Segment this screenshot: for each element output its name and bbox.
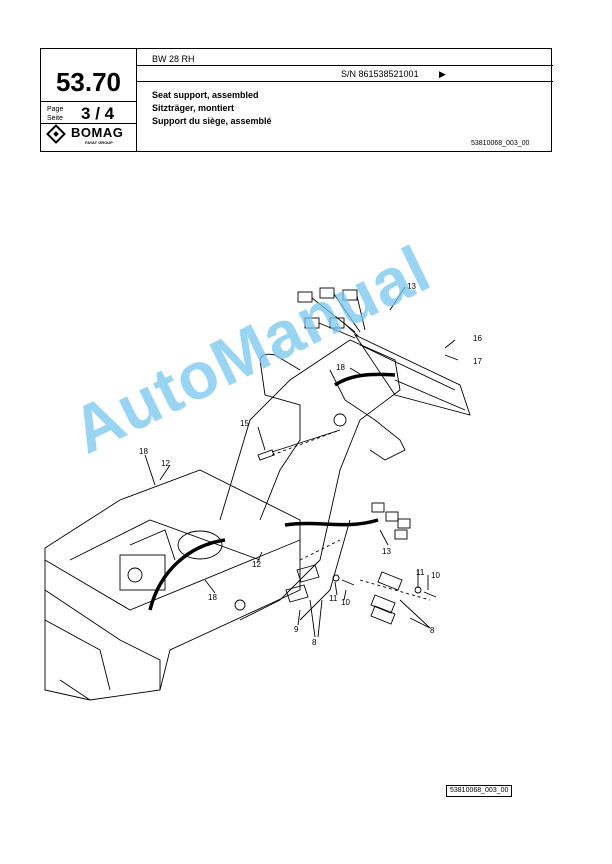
header-block: 53.70 Page Seite 3 / 4 BOMAG FAYAT GROUP… <box>40 48 553 152</box>
callout-9: 9 <box>294 625 299 634</box>
model-name: BW 28 RH <box>152 54 195 64</box>
image-reference: 53810068_003_00 <box>446 785 513 797</box>
bomag-logo: BOMAG FAYAT GROUP <box>46 124 133 149</box>
callout-11-right: 11 <box>416 568 425 577</box>
callout-8-right: 8 <box>430 626 435 635</box>
callout-11-mid: 11 <box>329 594 338 603</box>
callout-13-top: 13 <box>407 282 416 291</box>
section-number: 53.70 <box>55 67 122 97</box>
callout-18-top: 18 <box>336 363 345 372</box>
divider <box>136 81 553 82</box>
callout-18-lower: 18 <box>208 593 217 602</box>
callout-15: 15 <box>240 419 249 428</box>
title-fr: Support du siège, assemblé <box>152 116 272 126</box>
callout-17: 17 <box>473 357 482 366</box>
divider <box>41 101 136 102</box>
callout-8-mid: 8 <box>312 638 317 647</box>
page-number: 3 / 4 <box>81 104 115 123</box>
divider <box>136 65 553 66</box>
bomag-diamond-icon <box>46 124 66 144</box>
callout-12-left: 12 <box>161 459 170 468</box>
seat-support-exploded-drawing: 13 16 17 18 15 18 12 13 12 11 10 11 10 9… <box>44 282 482 701</box>
serial-arrow-icon: ▶ <box>439 69 446 79</box>
page-label: Page Seite <box>47 106 64 122</box>
callout-18-left: 18 <box>139 447 148 456</box>
title-en: Seat support, assembled <box>152 90 259 100</box>
callout-12-mid: 12 <box>252 560 261 569</box>
document-reference: 53810068_003_00 <box>471 140 530 147</box>
callout-16: 16 <box>473 334 482 343</box>
callout-13-right: 13 <box>382 547 391 556</box>
header-left-column: 53.70 Page Seite 3 / 4 BOMAG FAYAT GROUP <box>41 49 137 151</box>
title-block: Seat support, assembled Sitzträger, mont… <box>152 89 272 128</box>
callout-10-right: 10 <box>431 571 440 580</box>
serial-number: S/N 861538521001 <box>341 69 419 79</box>
title-de: Sitzträger, montiert <box>152 103 235 113</box>
divider <box>41 123 136 124</box>
callout-10-mid: 10 <box>341 598 350 607</box>
